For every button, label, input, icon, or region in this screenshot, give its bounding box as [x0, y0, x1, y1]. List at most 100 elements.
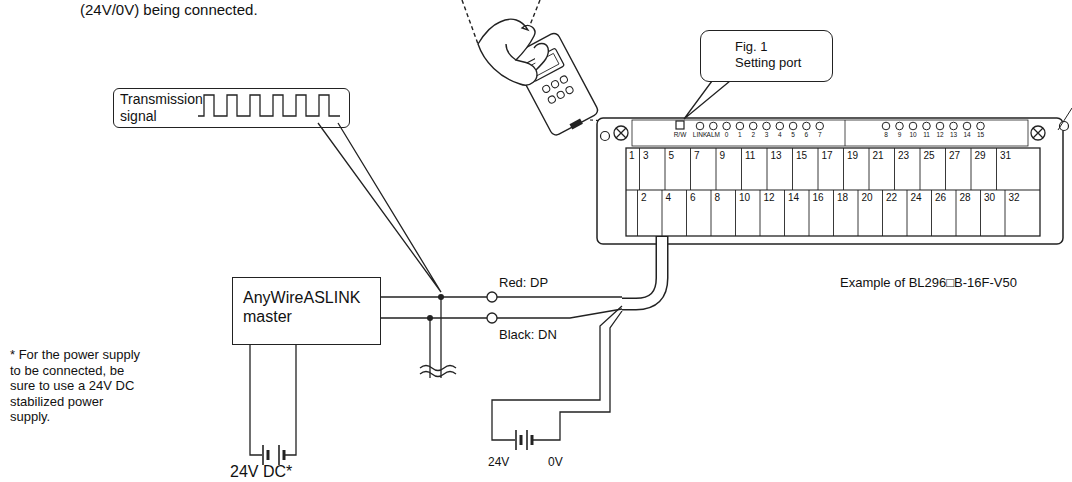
supply-label: 24V DC*	[230, 464, 292, 480]
led-label: 8	[884, 132, 888, 139]
terminal-number: 3	[643, 151, 649, 161]
led-label: 0	[725, 132, 729, 139]
led-label: LINK	[693, 132, 707, 139]
terminal-number: 30	[984, 193, 995, 203]
led-label: 15	[977, 132, 984, 139]
terminal-divider	[956, 190, 957, 236]
node-text: Fig. 1	[735, 39, 822, 55]
led-label: 7	[818, 132, 822, 139]
led	[776, 122, 784, 130]
terminal-number: 25	[924, 151, 935, 161]
terminal-divider	[716, 148, 717, 190]
led	[723, 122, 731, 130]
led	[696, 122, 704, 130]
node-text: Setting port	[735, 55, 822, 71]
led-label: 1	[738, 132, 742, 139]
terminal-number: 18	[837, 193, 848, 203]
led-label: 5	[791, 132, 795, 139]
terminal-divider	[843, 148, 844, 190]
terminal-divider	[686, 190, 687, 236]
led	[909, 122, 917, 130]
terminal-divider	[637, 190, 638, 236]
led-label: 4	[778, 132, 782, 139]
note-text: (24V/0V) being connected.	[80, 2, 258, 17]
led-label: 6	[805, 132, 809, 139]
led-label: 12	[936, 132, 943, 139]
terminal-divider	[996, 148, 997, 190]
terminal-number: 16	[813, 193, 824, 203]
terminal-number: 2	[641, 193, 647, 203]
terminal-number: 12	[764, 193, 775, 203]
terminal-number: 22	[886, 193, 897, 203]
led	[882, 122, 890, 130]
led-label: R/W	[674, 132, 687, 139]
terminal-number: 8	[715, 193, 721, 203]
terminal-divider	[809, 190, 810, 236]
led	[950, 122, 958, 130]
led-label: 13	[950, 132, 957, 139]
terminal-number: 26	[935, 193, 946, 203]
terminal-number: 9	[720, 151, 726, 161]
terminal-divider	[662, 190, 663, 236]
terminal-number: 32	[1009, 193, 1020, 203]
led	[963, 122, 971, 130]
terminal-number: 13	[771, 151, 782, 161]
terminal-circle	[487, 292, 497, 302]
led	[763, 122, 771, 130]
terminal-divider	[920, 148, 921, 190]
pulse-waveform	[198, 95, 340, 116]
junction-dot	[438, 294, 444, 300]
terminal-number: 28	[960, 193, 971, 203]
terminal-number: 10	[739, 193, 750, 203]
terminal-divider	[980, 190, 981, 236]
led-label: 10	[909, 132, 916, 139]
terminal-divider	[690, 148, 691, 190]
terminal-block	[597, 108, 1072, 244]
junction-dot	[427, 315, 433, 321]
terminal-divider	[639, 148, 640, 190]
terminal-label: 24V	[488, 456, 509, 468]
terminal-circle	[487, 313, 497, 323]
node-text: Transmission signal	[120, 91, 202, 125]
hand	[462, 0, 548, 85]
led	[896, 122, 904, 130]
terminal-number: 21	[873, 151, 884, 161]
led	[789, 122, 797, 130]
led-label: 11	[923, 132, 930, 139]
terminal-divider	[784, 190, 785, 236]
led	[936, 122, 944, 130]
terminal-divider	[792, 148, 793, 190]
terminal-divider	[882, 190, 883, 236]
transmission-wires	[380, 297, 622, 378]
terminal-divider	[833, 190, 834, 236]
terminal-divider	[931, 190, 932, 236]
led-label: 14	[963, 132, 970, 139]
terminal-number: 7	[694, 151, 700, 161]
terminal-number: 15	[796, 151, 807, 161]
terminal-number: 19	[847, 151, 858, 161]
terminal-number: 6	[690, 193, 696, 203]
terminal-divider	[665, 148, 666, 190]
led	[977, 122, 985, 130]
device-power-wiring	[492, 306, 622, 450]
master-power-wiring	[250, 345, 296, 465]
led-label: 9	[898, 132, 902, 139]
terminal-divider	[894, 148, 895, 190]
terminal-divider	[858, 190, 859, 236]
signal-callout: Transmission signal	[113, 88, 350, 128]
terminal-divider	[735, 190, 736, 236]
terminal-divider	[1005, 190, 1006, 236]
led-label: 3	[765, 132, 769, 139]
terminal-divider	[760, 190, 761, 236]
terminal-number: 14	[788, 193, 799, 203]
led-label: ALM	[707, 132, 720, 139]
model-caption: Example of BL296□B-16F-V50	[840, 276, 1017, 289]
terminal-number: 31	[1000, 151, 1011, 161]
terminal-number: 5	[669, 151, 675, 161]
callout-pointer	[684, 81, 730, 119]
terminal-divider	[711, 190, 712, 236]
terminal-number: 23	[898, 151, 909, 161]
terminal-number: 4	[666, 193, 672, 203]
terminal-divider	[741, 148, 742, 190]
